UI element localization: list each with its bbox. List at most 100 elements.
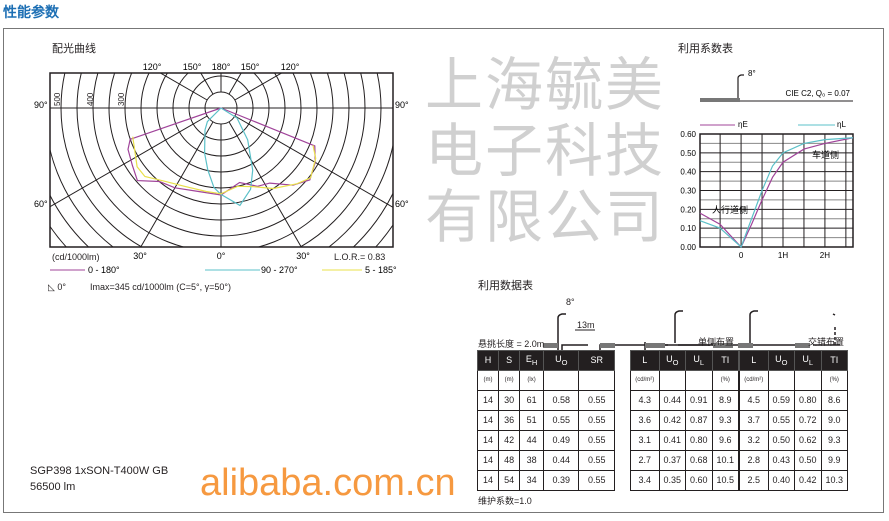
table-cell: 14 xyxy=(476,410,500,431)
y-tick: 0.00 xyxy=(680,243,696,252)
table-cell: 38 xyxy=(519,450,544,471)
y-tick: 0.60 xyxy=(680,130,696,139)
annotation-sidewalk: 人行道侧 xyxy=(712,204,748,215)
unit-cell xyxy=(542,370,580,391)
unit-cell: (m) xyxy=(476,370,500,391)
legend-label: 0 - 180° xyxy=(88,265,120,275)
unit-cell xyxy=(658,370,687,391)
table-cell: 61 xyxy=(519,390,544,411)
unit-cell: (%) xyxy=(711,370,739,391)
table-cell: 9.3 xyxy=(711,410,739,431)
table-cell: 0.44 xyxy=(542,450,580,471)
column-header: TI xyxy=(820,350,848,371)
top-angle-label: 150° xyxy=(241,62,260,72)
spacing-label: 13m xyxy=(577,320,595,330)
table-cell: 0.42 xyxy=(658,410,687,431)
table-cell: 0.72 xyxy=(794,410,822,431)
table-cell: 0.55 xyxy=(578,450,615,471)
table-cell: 3.7 xyxy=(739,410,769,431)
annotation-road: 车道侧 xyxy=(812,149,839,160)
table-cell: 0.87 xyxy=(685,410,713,431)
top-angle-label: 150° xyxy=(183,62,202,72)
table-cell: 0.50 xyxy=(767,430,796,451)
column-header: H xyxy=(476,350,500,371)
column-header: L xyxy=(739,350,769,371)
table-cell: 0.55 xyxy=(578,470,615,491)
ring-label: 500 xyxy=(53,92,62,106)
table-cell: 0.50 xyxy=(794,450,822,471)
table-cell: 0.49 xyxy=(542,430,580,451)
side-label: 60° xyxy=(395,199,409,209)
cie-label: CIE C2, Q₀ = 0.07 xyxy=(786,89,851,98)
tilt-label: 8° xyxy=(748,69,756,78)
grid-spoke xyxy=(234,115,393,208)
table-cell: 9.6 xyxy=(711,430,739,451)
table-cell: 0.60 xyxy=(685,470,713,491)
x-tick: 1H xyxy=(778,251,788,260)
table-cell: 0.91 xyxy=(685,390,713,411)
single-side-label: 单侧布置 xyxy=(698,337,735,347)
unit-cell: (%) xyxy=(820,370,848,391)
unit-cell xyxy=(767,370,796,391)
table-cell: 0.62 xyxy=(794,430,822,451)
table-cell: 4.5 xyxy=(739,390,769,411)
top-angle-label: 180° xyxy=(212,62,231,72)
data-table-title: 利用数据表 xyxy=(478,280,533,292)
table-cell: 3.1 xyxy=(630,430,660,451)
table-cell: 0.43 xyxy=(767,450,796,471)
column-header: UL xyxy=(794,350,822,371)
y-tick: 0.10 xyxy=(680,224,696,233)
grid-spoke xyxy=(200,73,214,95)
bottom-angle-label: 30° xyxy=(133,251,147,261)
table-cell: 4.3 xyxy=(630,390,660,411)
table-cell: 0.41 xyxy=(658,430,687,451)
pole-icon xyxy=(737,74,744,98)
grid-spoke xyxy=(228,121,302,247)
util-curve-1 xyxy=(699,137,854,249)
table-cell: 10.3 xyxy=(820,470,848,491)
y-tick: 0.30 xyxy=(680,187,696,196)
staggered-label: 交错布置 xyxy=(808,337,845,347)
table-cell: 54 xyxy=(498,470,521,491)
polar-chart-title: 配光曲线 xyxy=(52,43,96,55)
table-cell: 0.68 xyxy=(685,450,713,471)
watermark-company: 上海毓美电子科技有限公司 xyxy=(425,51,666,251)
table-cell: 9.0 xyxy=(820,410,848,431)
grid-spoke xyxy=(140,121,214,247)
overhang-label: 悬挑长度 = 2.0m xyxy=(478,339,545,349)
lor-value: L.O.R.= 0.83 xyxy=(334,252,386,262)
section-title: 性能参数 xyxy=(3,4,59,20)
chart-frame xyxy=(699,133,854,248)
legend-label: 5 - 185° xyxy=(365,265,397,275)
table-cell: 0.59 xyxy=(767,390,796,411)
column-header: UL xyxy=(685,350,713,371)
maintenance-factor: 维护系数=1.0 xyxy=(478,496,532,506)
table-cell: 48 xyxy=(498,450,521,471)
grid-spoke xyxy=(50,115,208,208)
table-cell: 36 xyxy=(498,410,521,431)
product-info: SGP398 1xSON-T400W GB 56500 lm xyxy=(30,463,168,495)
table-cell: 0.58 xyxy=(542,390,580,411)
table-cell: 3.2 xyxy=(739,430,769,451)
layout-diagram xyxy=(543,295,840,350)
table-cell: 0.80 xyxy=(685,430,713,451)
table-cell: 0.55 xyxy=(578,410,615,431)
ring-label: 300 xyxy=(117,92,126,106)
unit-cell xyxy=(794,370,822,391)
polar-curve-2 xyxy=(132,136,317,195)
legend-label: 90 - 270° xyxy=(261,265,298,275)
legend-label: ηL xyxy=(837,120,846,129)
